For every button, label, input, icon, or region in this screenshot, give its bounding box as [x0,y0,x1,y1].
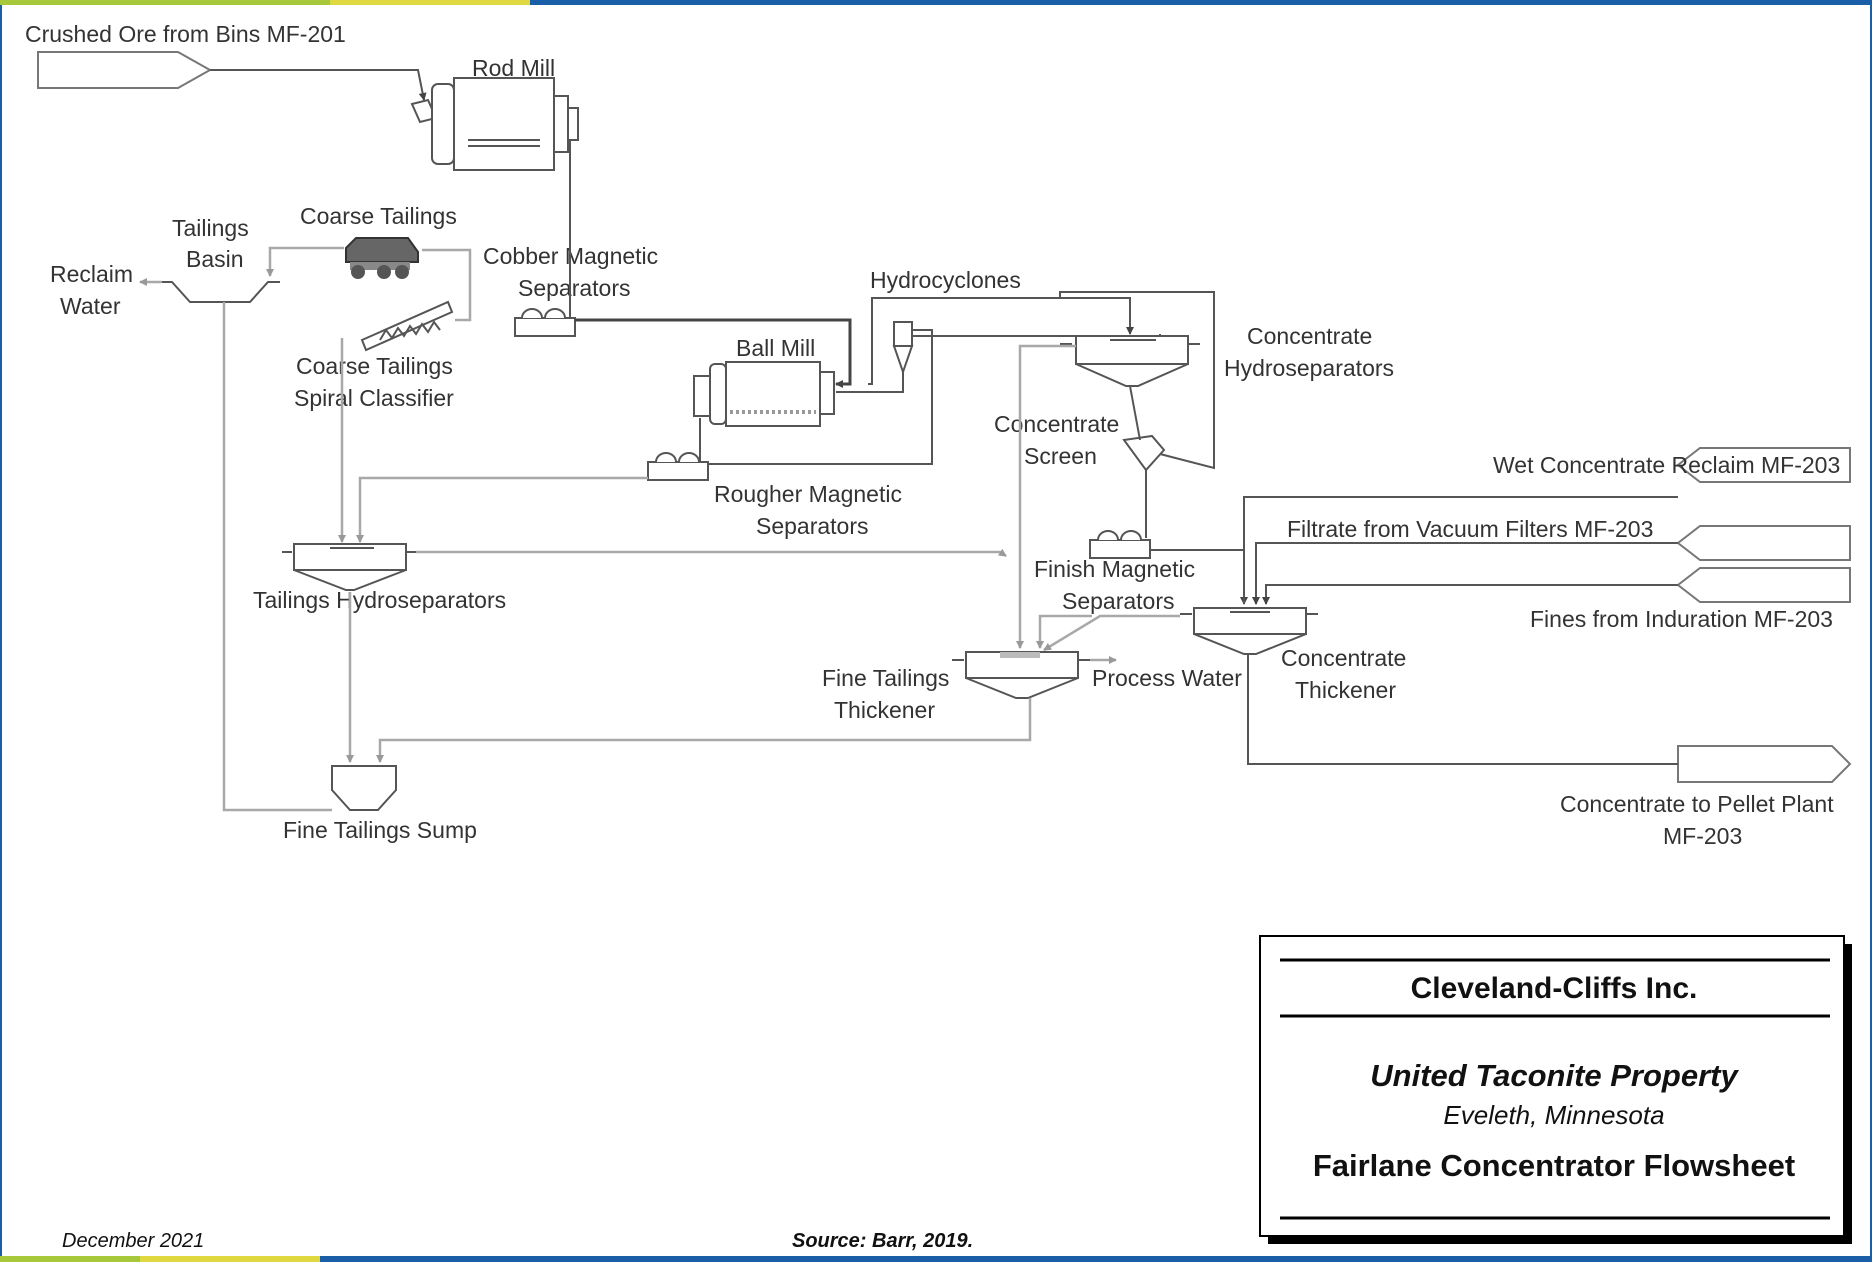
haul-truck-icon [345,237,419,279]
label-conc-screen-1: Concentrate [994,411,1119,437]
input-arrow-filtrate [1676,525,1851,561]
label-wet-concentrate: Wet Concentrate Reclaim MF-203 [1493,452,1840,478]
label-fines: Fines from Induration MF-203 [1530,606,1833,632]
tailings-basin-symbol [160,281,280,303]
label-process-water: Process Water [1092,665,1242,691]
label-fine-thickener-2: Thickener [834,697,935,723]
label-concentrate-pellet-1: Concentrate to Pellet Plant [1560,791,1834,817]
label-rougher-1: Rougher Magnetic [714,481,902,507]
label-finish-2: Separators [1062,588,1175,614]
label-cobber-2: Separators [518,275,631,301]
flow-lines-dark [210,69,1678,765]
title-company: Cleveland-Cliffs Inc. [1411,972,1698,1005]
title-flowsheet: Fairlane Concentrator Flowsheet [1313,1148,1795,1183]
label-spiral-2: Spiral Classifier [294,385,454,411]
spiral-classifier-symbol [360,300,454,352]
footer-date: December 2021 [62,1230,204,1252]
fine-tailings-thickener-symbol [952,651,1090,699]
label-conc-thickener-2: Thickener [1295,677,1396,703]
label-concentrate-pellet-2: MF-203 [1663,823,1742,849]
title-block [1259,935,1852,1244]
label-conc-thickener-1: Concentrate [1281,645,1406,671]
title-property: United Taconite Property [1370,1058,1739,1093]
input-arrow-fines [1676,567,1851,603]
output-arrow-concentrate [1677,745,1852,783]
top-accent-bar [0,0,1872,5]
hydrocyclone-symbol [892,321,914,376]
ball-mill-symbol [693,361,835,427]
label-ball-mill: Ball Mill [736,335,815,361]
label-fine-tailings-sump: Fine Tailings Sump [283,817,477,843]
label-spiral-1: Coarse Tailings [296,353,453,379]
bottom-accent-bar [0,1256,1872,1262]
label-rod-mill: Rod Mill [472,55,555,81]
label-fine-thickener-1: Fine Tailings [822,665,949,691]
label-tailings-basin-1: Tailings [172,215,249,241]
concentrate-thickener-symbol [1180,607,1318,655]
label-tailings-basin-2: Basin [186,246,244,272]
label-reclaim-water-2: Water [60,293,121,319]
concentrate-screen-symbol [1122,434,1166,472]
label-hydrocyclones: Hydrocyclones [870,267,1021,293]
fine-tailings-sump-symbol [331,765,397,811]
label-conc-hydrosep-2: Hydroseparators [1224,355,1394,381]
input-arrow-crushed-ore [37,51,213,89]
label-rougher-2: Separators [756,513,869,539]
label-coarse-tailings: Coarse Tailings [300,203,457,229]
footer-source: Source: Barr, 2019. [792,1230,973,1252]
label-tailings-hydroseparators: Tailings Hydroseparators [253,587,506,613]
label-filtrate: Filtrate from Vacuum Filters MF-203 [1287,516,1653,542]
flow-lines-light [139,246,1180,812]
label-conc-screen-2: Screen [1024,443,1097,469]
label-conc-hydrosep-1: Concentrate [1247,323,1372,349]
label-crushed-ore: Crushed Ore from Bins MF-201 [25,21,346,47]
concentrate-hydroseparator-symbol [1060,335,1200,387]
label-reclaim-water-1: Reclaim [50,261,133,287]
input-arrow-wet-concentrate [1676,447,1851,483]
cobber-separator-symbol [514,308,576,337]
title-location: Eveleth, Minnesota [1443,1100,1664,1130]
rod-mill-symbol [410,77,579,171]
finish-separator-symbol [1089,530,1151,559]
label-finish-1: Finish Magnetic [1034,556,1195,582]
tailings-hydroseparator-symbol [282,543,416,591]
rougher-separator-symbol [647,452,709,481]
